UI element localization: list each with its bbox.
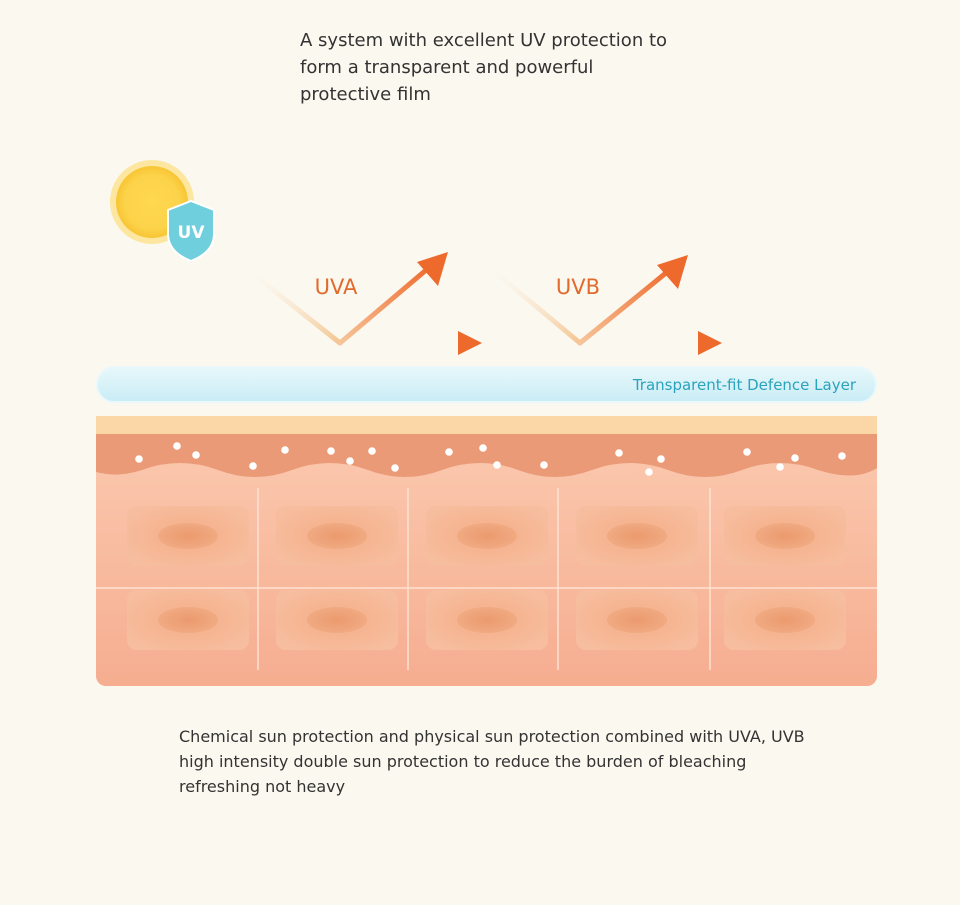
footer-text: Chemical sun protection and physical sun…: [179, 727, 805, 796]
particle-dot: [173, 442, 181, 450]
particle-dot: [838, 452, 846, 460]
uva-ray: UVA: [245, 252, 482, 355]
particle-dot: [493, 461, 501, 469]
particle-dot: [135, 455, 143, 463]
cell-nucleus: [457, 607, 517, 633]
particle-dot: [346, 457, 354, 465]
particle-dot: [281, 446, 289, 454]
defence-layer-label: Transparent-fit Defence Layer: [632, 376, 857, 394]
epidermis-layer: [96, 434, 877, 477]
particle-dot: [249, 462, 257, 470]
cell-nucleus: [307, 523, 367, 549]
particle-dot: [391, 464, 399, 472]
uva-label: UVA: [315, 275, 358, 299]
heading-text: A system with excellent UV protection to…: [300, 30, 668, 105]
particle-dot: [791, 454, 799, 462]
uvb-reflect-arrowhead: [657, 255, 688, 289]
particle-dot: [776, 463, 784, 471]
uva-scatter-arrowhead: [458, 331, 482, 355]
uvb-ray: UVB: [487, 255, 722, 355]
cell-nucleus: [755, 523, 815, 549]
particle-dot: [479, 444, 487, 452]
particle-dot: [540, 461, 548, 469]
particle-dot: [192, 451, 200, 459]
particle-dot: [657, 455, 665, 463]
particle-dot: [743, 448, 751, 456]
cell-nucleus: [607, 607, 667, 633]
particle-dot: [615, 449, 623, 457]
cell-nucleus: [158, 523, 218, 549]
uv-shield-icon: UV: [167, 199, 215, 263]
cell-nucleus: [307, 607, 367, 633]
skin-cross-section: [96, 416, 877, 686]
skin-surface-band: [96, 416, 877, 434]
cell-nucleus: [457, 523, 517, 549]
skin-cells: [127, 506, 846, 650]
particle-dot: [645, 468, 653, 476]
cell-nucleus: [158, 607, 218, 633]
uvb-scatter-arrowhead: [698, 331, 722, 355]
uv-shield-label: UV: [178, 223, 206, 243]
cell-nucleus: [607, 523, 667, 549]
particle-dot: [368, 447, 376, 455]
defence-layer: Transparent-fit Defence Layer: [96, 366, 877, 403]
uvb-label: UVB: [556, 275, 600, 299]
particle-dots: [135, 442, 846, 476]
particle-dot: [445, 448, 453, 456]
uva-reflect-arrowhead: [417, 252, 448, 286]
cell-grid-lines: [96, 488, 877, 670]
particle-dot: [327, 447, 335, 455]
cell-nucleus: [755, 607, 815, 633]
